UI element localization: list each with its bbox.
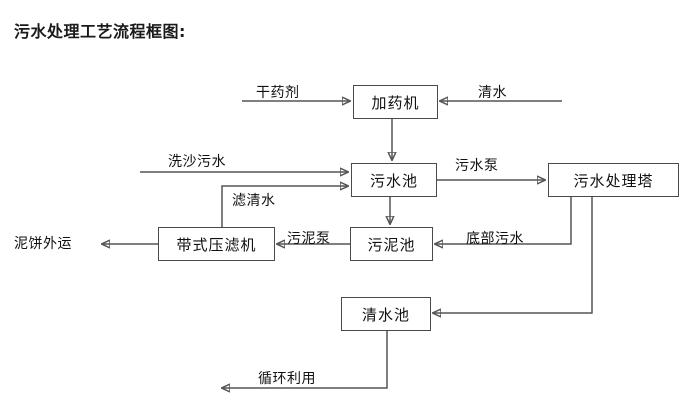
label-mud-cake-out: 泥饼外运 [14, 236, 72, 252]
node-treatment-tower[interactable]: 污水处理塔 [548, 163, 679, 197]
node-sludge-pool[interactable]: 污泥池 [350, 227, 433, 261]
node-sludge-pool-label: 污泥池 [367, 235, 416, 254]
label-sand-wash-sewage: 洗沙污水 [168, 154, 226, 170]
wire-tower-to-clear-water-pool [433, 197, 593, 313]
label-sewage-pump: 污水泵 [455, 158, 499, 174]
wire-bottom-sewage-to-sludge-pool [435, 197, 572, 244]
page-title: 污水处理工艺流程框图: [14, 22, 186, 41]
label-bottom-sewage: 底部污水 [466, 231, 524, 247]
node-belt-filter-press[interactable]: 带式压滤机 [158, 227, 275, 261]
node-dosing-machine-label: 加药机 [371, 93, 420, 112]
label-clean-water-in: 清水 [478, 85, 507, 101]
wire-filtered-water-to-sewage-pool [221, 186, 348, 227]
node-clear-water-pool-label: 清水池 [361, 305, 410, 324]
label-recycle-use: 循环利用 [258, 371, 316, 387]
label-dry-chemical: 干药剂 [256, 85, 300, 101]
label-sludge-pump: 污泥泵 [287, 231, 331, 247]
node-dosing-machine[interactable]: 加药机 [353, 85, 438, 119]
node-belt-filter-press-label: 带式压滤机 [176, 235, 257, 254]
node-sewage-pool-label: 污水池 [369, 171, 418, 190]
wire-clear-water-recycle [222, 330, 388, 388]
node-treatment-tower-label: 污水处理塔 [573, 171, 654, 190]
node-clear-water-pool[interactable]: 清水池 [341, 297, 431, 331]
node-sewage-pool[interactable]: 污水池 [351, 163, 437, 197]
label-filtered-water: 滤清水 [232, 193, 276, 209]
